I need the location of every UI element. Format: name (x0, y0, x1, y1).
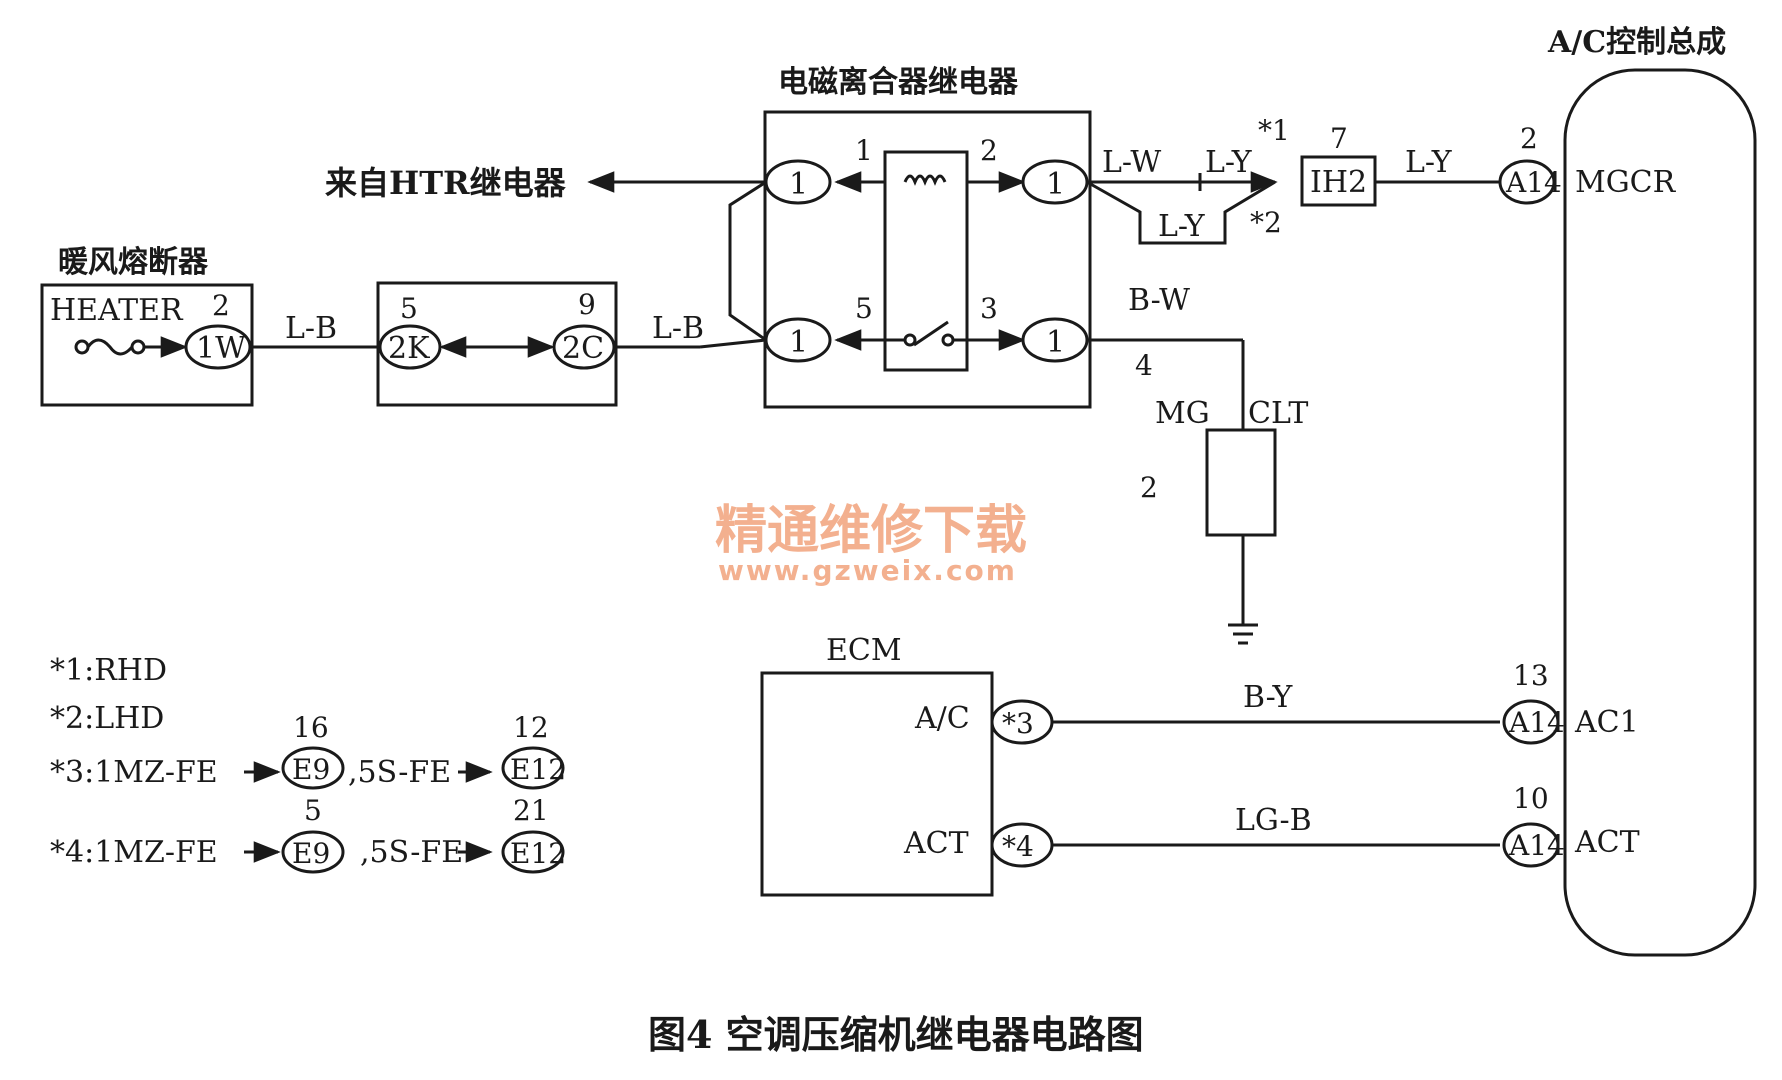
fuse-box (40, 283, 254, 407)
watermark-cn: 精通维修下载 (715, 501, 1027, 561)
mgcr-pin: 2 (1520, 122, 1538, 155)
wire-lhd: L-Y (1158, 209, 1206, 244)
act-connector-label: A14 (1508, 829, 1565, 862)
ih2-pin: 7 (1330, 122, 1348, 155)
wire-to-mgcr: L-Y (1405, 145, 1453, 180)
act-connector (1502, 822, 1560, 868)
wire-relay-out: L-W (1102, 145, 1161, 180)
mgcr-label: MGCR (1575, 165, 1677, 200)
ih2-label: IH2 (1310, 165, 1367, 200)
fuse-element-icon (86, 338, 134, 356)
fuse-terminal-icon (74, 339, 90, 355)
junction-conn-right-label: 2C (562, 331, 604, 366)
note-3-pin-b: 12 (513, 711, 549, 744)
relay-pin-2: 2 (980, 134, 998, 167)
ecm-act-conn-label: *4 (1002, 830, 1034, 863)
note-lhd: *2:LHD (50, 701, 164, 736)
wire-ac1: B-Y (1243, 680, 1293, 715)
relay-conn-label: 1 (789, 325, 808, 360)
note-rhd: *1:RHD (50, 653, 167, 688)
wire-fuse-out: L-B (285, 311, 337, 346)
mgcr-connector-label: A14 (1505, 166, 1562, 199)
ac-assembly-title: A/C控制总成 (1547, 25, 1726, 60)
magnetic-clutch-body (1205, 428, 1277, 537)
ac-control-assembly-box (1563, 68, 1757, 957)
junction-conn-left-label: 2K (388, 331, 430, 366)
relay-conn-label: 1 (789, 167, 808, 202)
wire-clutch: B-W (1128, 283, 1190, 318)
relay-switch-contact-icon (903, 333, 917, 347)
act-label: ACT (1574, 825, 1640, 860)
note-3-conn-a: E9 (292, 753, 330, 786)
fuse-terminal-icon (130, 339, 146, 355)
note-4-prefix: *4:1MZ-FE (50, 835, 218, 870)
fuse-pin: 2 (212, 289, 230, 322)
marker-rhd: *1 (1258, 114, 1290, 147)
junction-pin-left: 5 (400, 292, 418, 325)
ground-icon (1228, 623, 1258, 645)
relay-conn-label: 1 (1046, 325, 1065, 360)
note-3-prefix: *3:1MZ-FE (50, 755, 218, 790)
note-3-connector-b (501, 746, 565, 790)
fuse-connector-label: 1W (196, 331, 246, 366)
htr-relay-label: 来自HTR继电器 (325, 164, 567, 202)
fuse-name: HEATER (50, 293, 184, 328)
watermark-url: www.gzweix.com (718, 554, 1017, 587)
note-4-conn-a: E9 (292, 837, 330, 870)
relay-pin-3: 3 (980, 292, 998, 325)
figure-caption: 图4 空调压缩机继电器电路图 (648, 1012, 1144, 1057)
note-4-connector-a (281, 830, 345, 874)
note-3-pin-a: 16 (293, 711, 329, 744)
note-4-connector-b (501, 830, 565, 874)
note-3-mid: ,5S-FE (348, 755, 451, 790)
ac1-connector (1502, 699, 1560, 745)
ecm-act-label: ACT (903, 826, 969, 861)
note-3-connector-a (281, 746, 345, 790)
note-3-conn-b: E12 (510, 753, 566, 786)
act-pin: 10 (1513, 782, 1549, 815)
relay-pin-1: 1 (855, 134, 873, 167)
note-4-mid: ,5S-FE (360, 835, 463, 870)
wire-rhd: L-Y (1205, 145, 1253, 180)
clutch-pin-2: 2 (1140, 471, 1158, 504)
relay-switch-contact-icon (941, 333, 955, 347)
relay-pin-5: 5 (855, 292, 873, 325)
ac1-label: AC1 (1574, 705, 1639, 740)
relay-switch-blade-icon (913, 320, 949, 347)
clutch-label-clt: CLT (1248, 396, 1308, 431)
ecm-ac-conn-label: *3 (1002, 707, 1034, 740)
relay-box (763, 110, 1092, 409)
ecm-title: ECM (826, 633, 902, 668)
wire-junction-out: L-B (652, 311, 704, 346)
relay-jumper-wire (728, 180, 767, 342)
relay-inner-box (883, 150, 969, 372)
relay-title: 电磁离合器继电器 (778, 65, 1019, 100)
ecm-box (760, 671, 994, 897)
junction-box (376, 281, 618, 407)
wire-act: LG-B (1235, 803, 1312, 838)
clutch-label-mg: MG (1155, 396, 1210, 431)
relay-coil-icon (903, 174, 947, 186)
clutch-pin-4: 4 (1135, 349, 1153, 382)
ac1-pin: 13 (1513, 659, 1549, 692)
note-4-pin-b: 21 (513, 794, 549, 827)
ac1-connector-label: A14 (1508, 706, 1565, 739)
lhd-wire-path (1086, 180, 1276, 245)
mgcr-connector (1498, 159, 1556, 205)
relay-conn-label: 1 (1046, 167, 1065, 202)
marker-lhd: *2 (1250, 206, 1282, 239)
fuse-title: 暖风熔断器 (58, 245, 209, 280)
junction-pin-right: 9 (578, 288, 596, 321)
note-4-conn-b: E12 (510, 837, 566, 870)
ecm-ac-label: A/C (914, 701, 970, 736)
note-4-pin-a: 5 (304, 794, 322, 827)
